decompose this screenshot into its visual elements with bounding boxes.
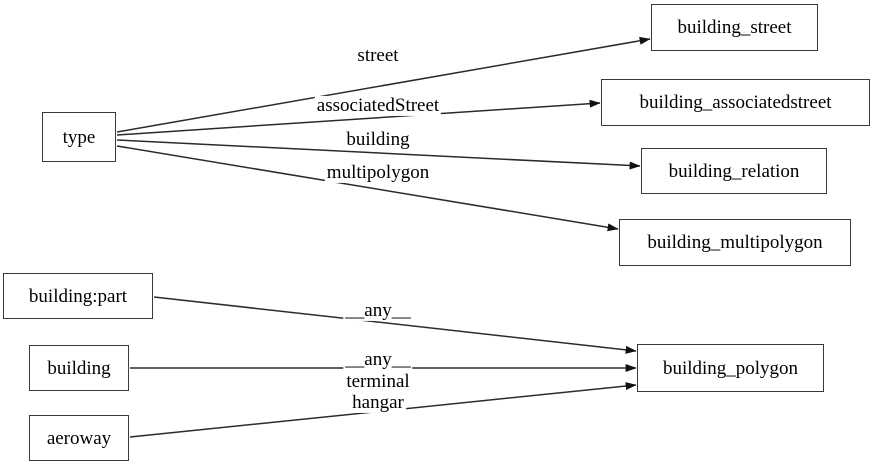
node-building_associatedstreet[interactable]: building_associatedstreet bbox=[601, 79, 870, 126]
edge-label-label-any-building: __any__ bbox=[343, 348, 413, 371]
node-building_street[interactable]: building_street bbox=[651, 4, 818, 51]
edge-label-label-multipolygon: multipolygon bbox=[324, 161, 432, 184]
node-building_part[interactable]: building:part bbox=[3, 273, 153, 319]
node-label: building:part bbox=[28, 285, 128, 307]
edge-label-label-associatedstreet: associatedStreet bbox=[314, 94, 442, 117]
edge-building_part-building_polygon bbox=[153, 296, 637, 354]
node-label: building bbox=[47, 357, 111, 379]
edge-label-label-any-part: __any__ bbox=[343, 299, 413, 322]
node-label: building_street bbox=[677, 17, 792, 38]
node-building_multipolygon[interactable]: building_multipolygon bbox=[619, 219, 851, 266]
edge-label-label-terminal: terminal bbox=[344, 370, 412, 393]
node-label: building_multipolygon bbox=[647, 232, 823, 253]
edge-type-building_street bbox=[116, 36, 651, 133]
edge-type-building_associatedstreet bbox=[116, 99, 601, 136]
edge-label-label-hangar: hangar bbox=[350, 391, 406, 414]
edge-label-label-building: building bbox=[344, 128, 412, 151]
node-label: building_relation bbox=[668, 160, 800, 182]
node-building[interactable]: building bbox=[29, 345, 129, 391]
node-building_polygon[interactable]: building_polygon bbox=[637, 344, 824, 392]
edge-type-building_relation bbox=[116, 139, 641, 170]
node-label: type bbox=[62, 126, 96, 148]
edge-label-label-street: street bbox=[355, 44, 401, 67]
node-type[interactable]: type bbox=[42, 112, 116, 162]
node-label: building_associatedstreet bbox=[639, 92, 832, 113]
node-aeroway[interactable]: aeroway bbox=[29, 415, 129, 461]
node-label: aeroway bbox=[46, 427, 112, 449]
edge-type-building_multipolygon bbox=[116, 145, 619, 232]
node-building_relation[interactable]: building_relation bbox=[641, 148, 827, 194]
node-label: building_polygon bbox=[662, 357, 799, 379]
